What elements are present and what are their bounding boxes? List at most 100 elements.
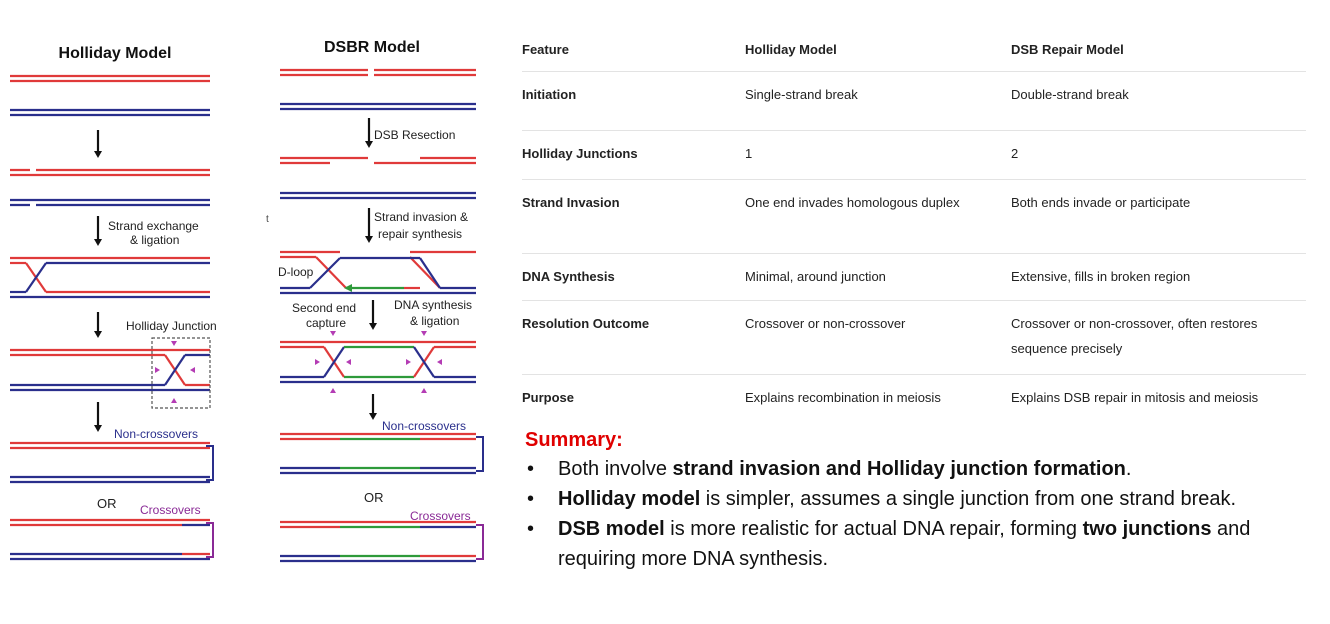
bullet-marker: • [527,458,535,480]
strand-invasion-label: repair synthesis [378,227,462,241]
cleavage-marker-icon [346,359,351,365]
arrow-down-icon [365,141,373,148]
synthesis-arrow-icon [344,284,352,292]
comparison-table: Feature Holliday Model DSB Repair Model … [522,34,1306,448]
dna-strand [164,354,186,386]
dsb-resection-label: DSB Resection [374,128,455,142]
holliday-model-title: Holliday Model [59,45,172,62]
table-row: Strand Invasion One end invades homologo… [522,179,1306,254]
second-end-capture-label: Second end [292,301,356,315]
cell-feature: Resolution Outcome [522,300,745,375]
cell-holliday: Crossover or non-crossover [745,300,1011,375]
summary-bold-text: strand invasion and Holliday junction fo… [672,458,1126,480]
dna-strand [419,257,441,289]
arrow-down-icon [94,331,102,338]
cleavage-marker-icon [155,367,160,373]
bracket [476,524,484,560]
summary-bullet: • Holliday model is simpler, assumes a si… [525,484,1315,514]
cell-feature: Initiation [522,71,745,131]
arrow-down-icon [369,413,377,420]
cell-holliday: Explains recombination in meiosis [745,390,941,405]
summary-bold-text: DSB model [558,518,665,540]
header-feature: Feature [522,34,745,72]
bullet-marker: • [527,518,535,540]
cell-dsb: Both ends invade or participate [1011,179,1306,254]
table-row: Holliday Junctions 1 2 [522,130,1306,180]
d-loop-label: D-loop [278,265,314,279]
arrow-down-icon [94,239,102,246]
strand-exchange-label: Strand exchange [108,219,199,233]
header-holliday: Holliday Model [745,34,1011,72]
arrow-down-icon [365,236,373,243]
cell-feature: Strand Invasion [522,179,745,254]
arrow-down-icon [369,323,377,330]
dsbr-model-title: DSBR Model [324,39,420,56]
summary-bold-text: Holliday model [558,488,701,510]
header-dsb: DSB Repair Model [1011,34,1306,72]
table-row: Resolution Outcome Crossover or non-cros… [522,300,1306,375]
label-backdrop [276,264,314,280]
strand-invasion-label: Strand invasion & [374,210,468,224]
dna-strand [413,346,435,378]
cell-dsb: 2 [1011,130,1306,180]
or-label: OR [97,496,117,511]
summary-text: . [1125,458,1132,480]
non-crossovers-label: Non-crossovers [114,427,198,441]
or-label: OR [364,490,384,505]
bracket [476,436,484,472]
bracket [206,445,214,481]
dna-synthesis-label: & ligation [410,314,459,328]
cleavage-marker-icon [406,359,411,365]
crossovers-label: Crossovers [140,503,201,517]
summary-text: and requiring more DNA synthesis. [558,518,1251,570]
bullet-marker: • [527,488,535,510]
arrow-down-icon [94,425,102,432]
cell-holliday: Minimal, around junction [745,253,1011,301]
summary-bullet: •DSB model is more realistic for actual … [525,514,1315,574]
cell-dsb: Double-strand break [1011,71,1306,131]
cell-feature: DNA Synthesis [522,253,745,301]
summary-bold-text: two junctions [1082,518,1212,540]
summary-text: is simpler, assumes a single junction fr… [700,488,1237,510]
summary-section: Summary: • Both involve strand invasion a… [525,426,1315,574]
crossovers-label: Crossovers [410,509,471,523]
dna-strand [25,262,47,293]
dna-strand [323,346,345,378]
table-row: DNA Synthesis Minimal, around junction E… [522,253,1306,301]
cleavage-marker-icon [190,367,195,373]
cleavage-marker-icon [421,388,427,393]
dna-synthesis-label: DNA synthesis [394,298,472,312]
dna-strand [409,256,441,289]
cell-holliday: Single-strand break [745,71,1011,131]
cell-holliday: One end invades homologous duplex [745,179,1011,254]
arrow-down-icon [94,151,102,158]
cell-dsb: Crossover or non-crossover, often restor… [1011,300,1306,375]
cleavage-marker-icon [330,388,336,393]
holliday-junction-label: Holliday Junction [126,319,217,333]
cell-feature: Holliday Junctions [522,130,745,180]
non-crossovers-label: Non-crossovers [382,419,466,433]
summary-bullet: • Both involve strand invasion and Hollid… [525,454,1315,484]
second-end-capture-label: capture [306,316,346,330]
bracket [206,522,214,558]
cleavage-marker-icon [315,359,320,365]
strand-exchange-label: & ligation [130,233,179,247]
dna-strand [315,256,347,289]
cell-dsb: Explains DSB repair in mitosis and meios… [1011,390,1259,405]
recombination-models-diagram: Holliday Model DSBR Model Strand exchang… [10,39,484,563]
cleavage-marker-icon [330,331,336,336]
table-header-row: Feature Holliday Model DSB Repair Model [522,34,1306,72]
cell-holliday: 1 [745,130,1011,180]
summary-text: Both involve [558,458,673,480]
table-row: Purpose Explains recombination in meiosi… [522,375,1306,449]
cell-dsb: Extensive, fills in broken region [1011,253,1306,301]
junction-box [151,337,211,409]
summary-list: • Both involve strand invasion and Hollid… [525,454,1315,574]
artifact-mark: t [266,214,269,225]
dna-strand [309,257,341,289]
cleavage-marker-icon [421,331,427,336]
cleavage-marker-icon [437,359,442,365]
table-row: Initiation Single-strand break Double-st… [522,71,1306,131]
summary-title: Summary: [525,429,623,451]
